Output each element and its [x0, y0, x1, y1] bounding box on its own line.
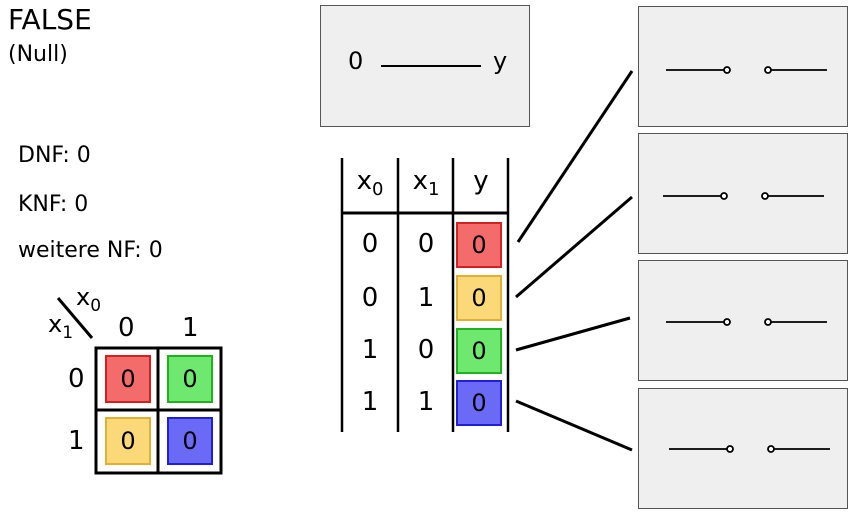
- open-switch-4: [669, 445, 830, 453]
- tt-r3-x0: 1: [361, 335, 379, 365]
- tt-header-y: y: [473, 166, 489, 196]
- tt-r4-x0: 1: [361, 387, 379, 417]
- circuit-box: 0 y: [320, 5, 530, 127]
- tt-r4-y: 0: [456, 380, 502, 426]
- kmap-col-label-0: 0: [118, 313, 135, 343]
- kmap-diagonal: [56, 297, 94, 339]
- kmap-col-var: x0: [76, 283, 102, 316]
- other-nf-label: weitere NF: 0: [18, 238, 163, 263]
- tt-r2-x1: 1: [417, 283, 435, 313]
- kmap-cell-00: 0: [105, 355, 151, 403]
- knf-label: KNF: 0: [18, 192, 89, 217]
- open-switch-2: [663, 192, 824, 200]
- kmap-cell-10: 0: [105, 417, 151, 465]
- dnf-label: DNF: 0: [18, 143, 91, 168]
- connector-row-4: [515, 399, 633, 452]
- switch-panel-2: [638, 133, 848, 254]
- kmap-row-label-0: 0: [68, 364, 85, 394]
- connector-row-3: [515, 316, 631, 352]
- tt-header-x1: x1: [412, 166, 440, 201]
- kmap-cell-01: 0: [167, 355, 213, 403]
- kmap-row-var: x1: [48, 310, 74, 343]
- tt-r1-x0: 0: [361, 229, 379, 259]
- tt-r3-y: 0: [456, 328, 502, 374]
- kmap-col-label-1: 1: [182, 313, 199, 343]
- connector-row-1: [516, 70, 634, 243]
- function-subtitle: (Null): [8, 42, 68, 67]
- tt-r2-y: 0: [456, 275, 502, 321]
- circuit-input-label: 0: [348, 47, 364, 75]
- function-title: FALSE: [8, 3, 92, 36]
- tt-r1-x1: 0: [417, 229, 435, 259]
- tt-header-x0: x0: [356, 166, 384, 201]
- connector-row-2: [515, 195, 633, 299]
- switch-panel-3: [638, 260, 848, 381]
- circuit-wire: [381, 65, 481, 67]
- kmap-row-label-1: 1: [68, 426, 85, 456]
- open-switch-3: [666, 318, 827, 326]
- kmap-cell-11: 0: [167, 417, 213, 465]
- tt-r4-x1: 1: [417, 387, 435, 417]
- tt-r1-y: 0: [456, 222, 502, 268]
- switch-panel-1: [638, 6, 848, 127]
- open-switch-1: [666, 66, 827, 74]
- tt-r2-x0: 0: [361, 283, 379, 313]
- tt-r3-x1: 0: [417, 335, 435, 365]
- circuit-output-label: y: [493, 47, 508, 75]
